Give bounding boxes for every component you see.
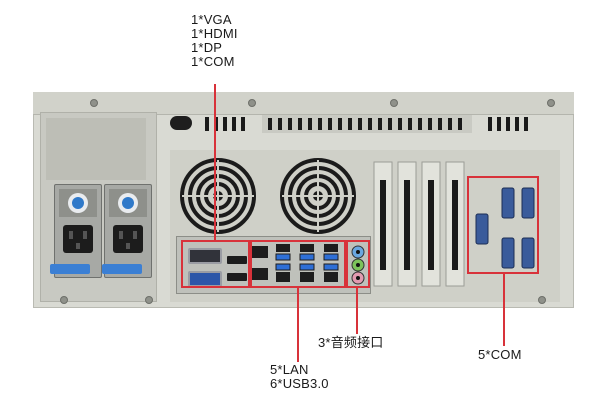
power-supply-2 bbox=[104, 184, 152, 278]
callout-video-ports: 1*VGA 1*HDMI 1*DP 1*COM bbox=[191, 13, 238, 69]
callout-dp: 1*DP bbox=[191, 40, 223, 55]
callout-hdmi: 1*HDMI bbox=[191, 26, 238, 41]
pci-slot-covers bbox=[373, 161, 465, 287]
callout-com-ports: 5*COM bbox=[478, 347, 522, 362]
vent-slots bbox=[488, 117, 528, 131]
psu-handle-1[interactable] bbox=[50, 264, 90, 274]
fan-icon bbox=[280, 158, 356, 234]
power-supply-1 bbox=[54, 184, 102, 278]
chassis-top-rail bbox=[33, 92, 574, 115]
highlight-com-card bbox=[467, 176, 539, 274]
screw bbox=[248, 99, 256, 107]
leader-lan-usb bbox=[297, 288, 299, 362]
leader-audio bbox=[356, 288, 358, 334]
hdmi-port[interactable] bbox=[227, 273, 247, 281]
psu-module-icon bbox=[109, 189, 147, 253]
audio-jack-icons bbox=[351, 245, 365, 285]
highlight-video-com bbox=[181, 240, 250, 288]
highlight-lan-usb bbox=[250, 240, 346, 288]
highlight-audio bbox=[346, 240, 370, 288]
com-card-ports bbox=[470, 180, 540, 272]
top-vent-strip-right bbox=[486, 115, 532, 133]
leader-video bbox=[214, 84, 216, 240]
screw bbox=[390, 99, 398, 107]
top-vent-strip-wide bbox=[262, 115, 472, 133]
audio-jacks bbox=[350, 245, 366, 285]
callout-vga: 1*VGA bbox=[191, 12, 232, 27]
screw bbox=[547, 99, 555, 107]
psu-bay-vent bbox=[46, 118, 146, 180]
top-vent-strip bbox=[203, 115, 253, 133]
dp-port[interactable] bbox=[227, 256, 247, 264]
vent-slots bbox=[205, 117, 245, 131]
psu-module-icon bbox=[59, 189, 97, 253]
fan-grille-left bbox=[180, 158, 256, 239]
fan-grille-right bbox=[280, 158, 356, 239]
callout-audio: 3*音频接口 bbox=[318, 335, 384, 350]
fan-icon bbox=[180, 158, 256, 234]
vent-slots bbox=[262, 115, 472, 133]
keylock-icon bbox=[170, 116, 192, 130]
leader-com bbox=[503, 274, 505, 346]
lan-usb-ports bbox=[252, 244, 339, 282]
screw bbox=[90, 99, 98, 107]
callout-lan: 5*LAN bbox=[270, 362, 309, 377]
screw bbox=[60, 296, 68, 304]
psu-handle-2[interactable] bbox=[102, 264, 142, 274]
callout-lan-usb: 5*LAN 6*USB3.0 bbox=[270, 363, 329, 391]
callout-com-single: 1*COM bbox=[191, 54, 235, 69]
com-port-connector[interactable] bbox=[188, 248, 222, 264]
callout-usb: 6*USB3.0 bbox=[270, 376, 329, 391]
db9-connectors bbox=[475, 187, 535, 269]
screw bbox=[145, 296, 153, 304]
expansion-slots bbox=[372, 160, 468, 290]
lan-usb-block bbox=[252, 244, 346, 284]
screw bbox=[538, 296, 546, 304]
